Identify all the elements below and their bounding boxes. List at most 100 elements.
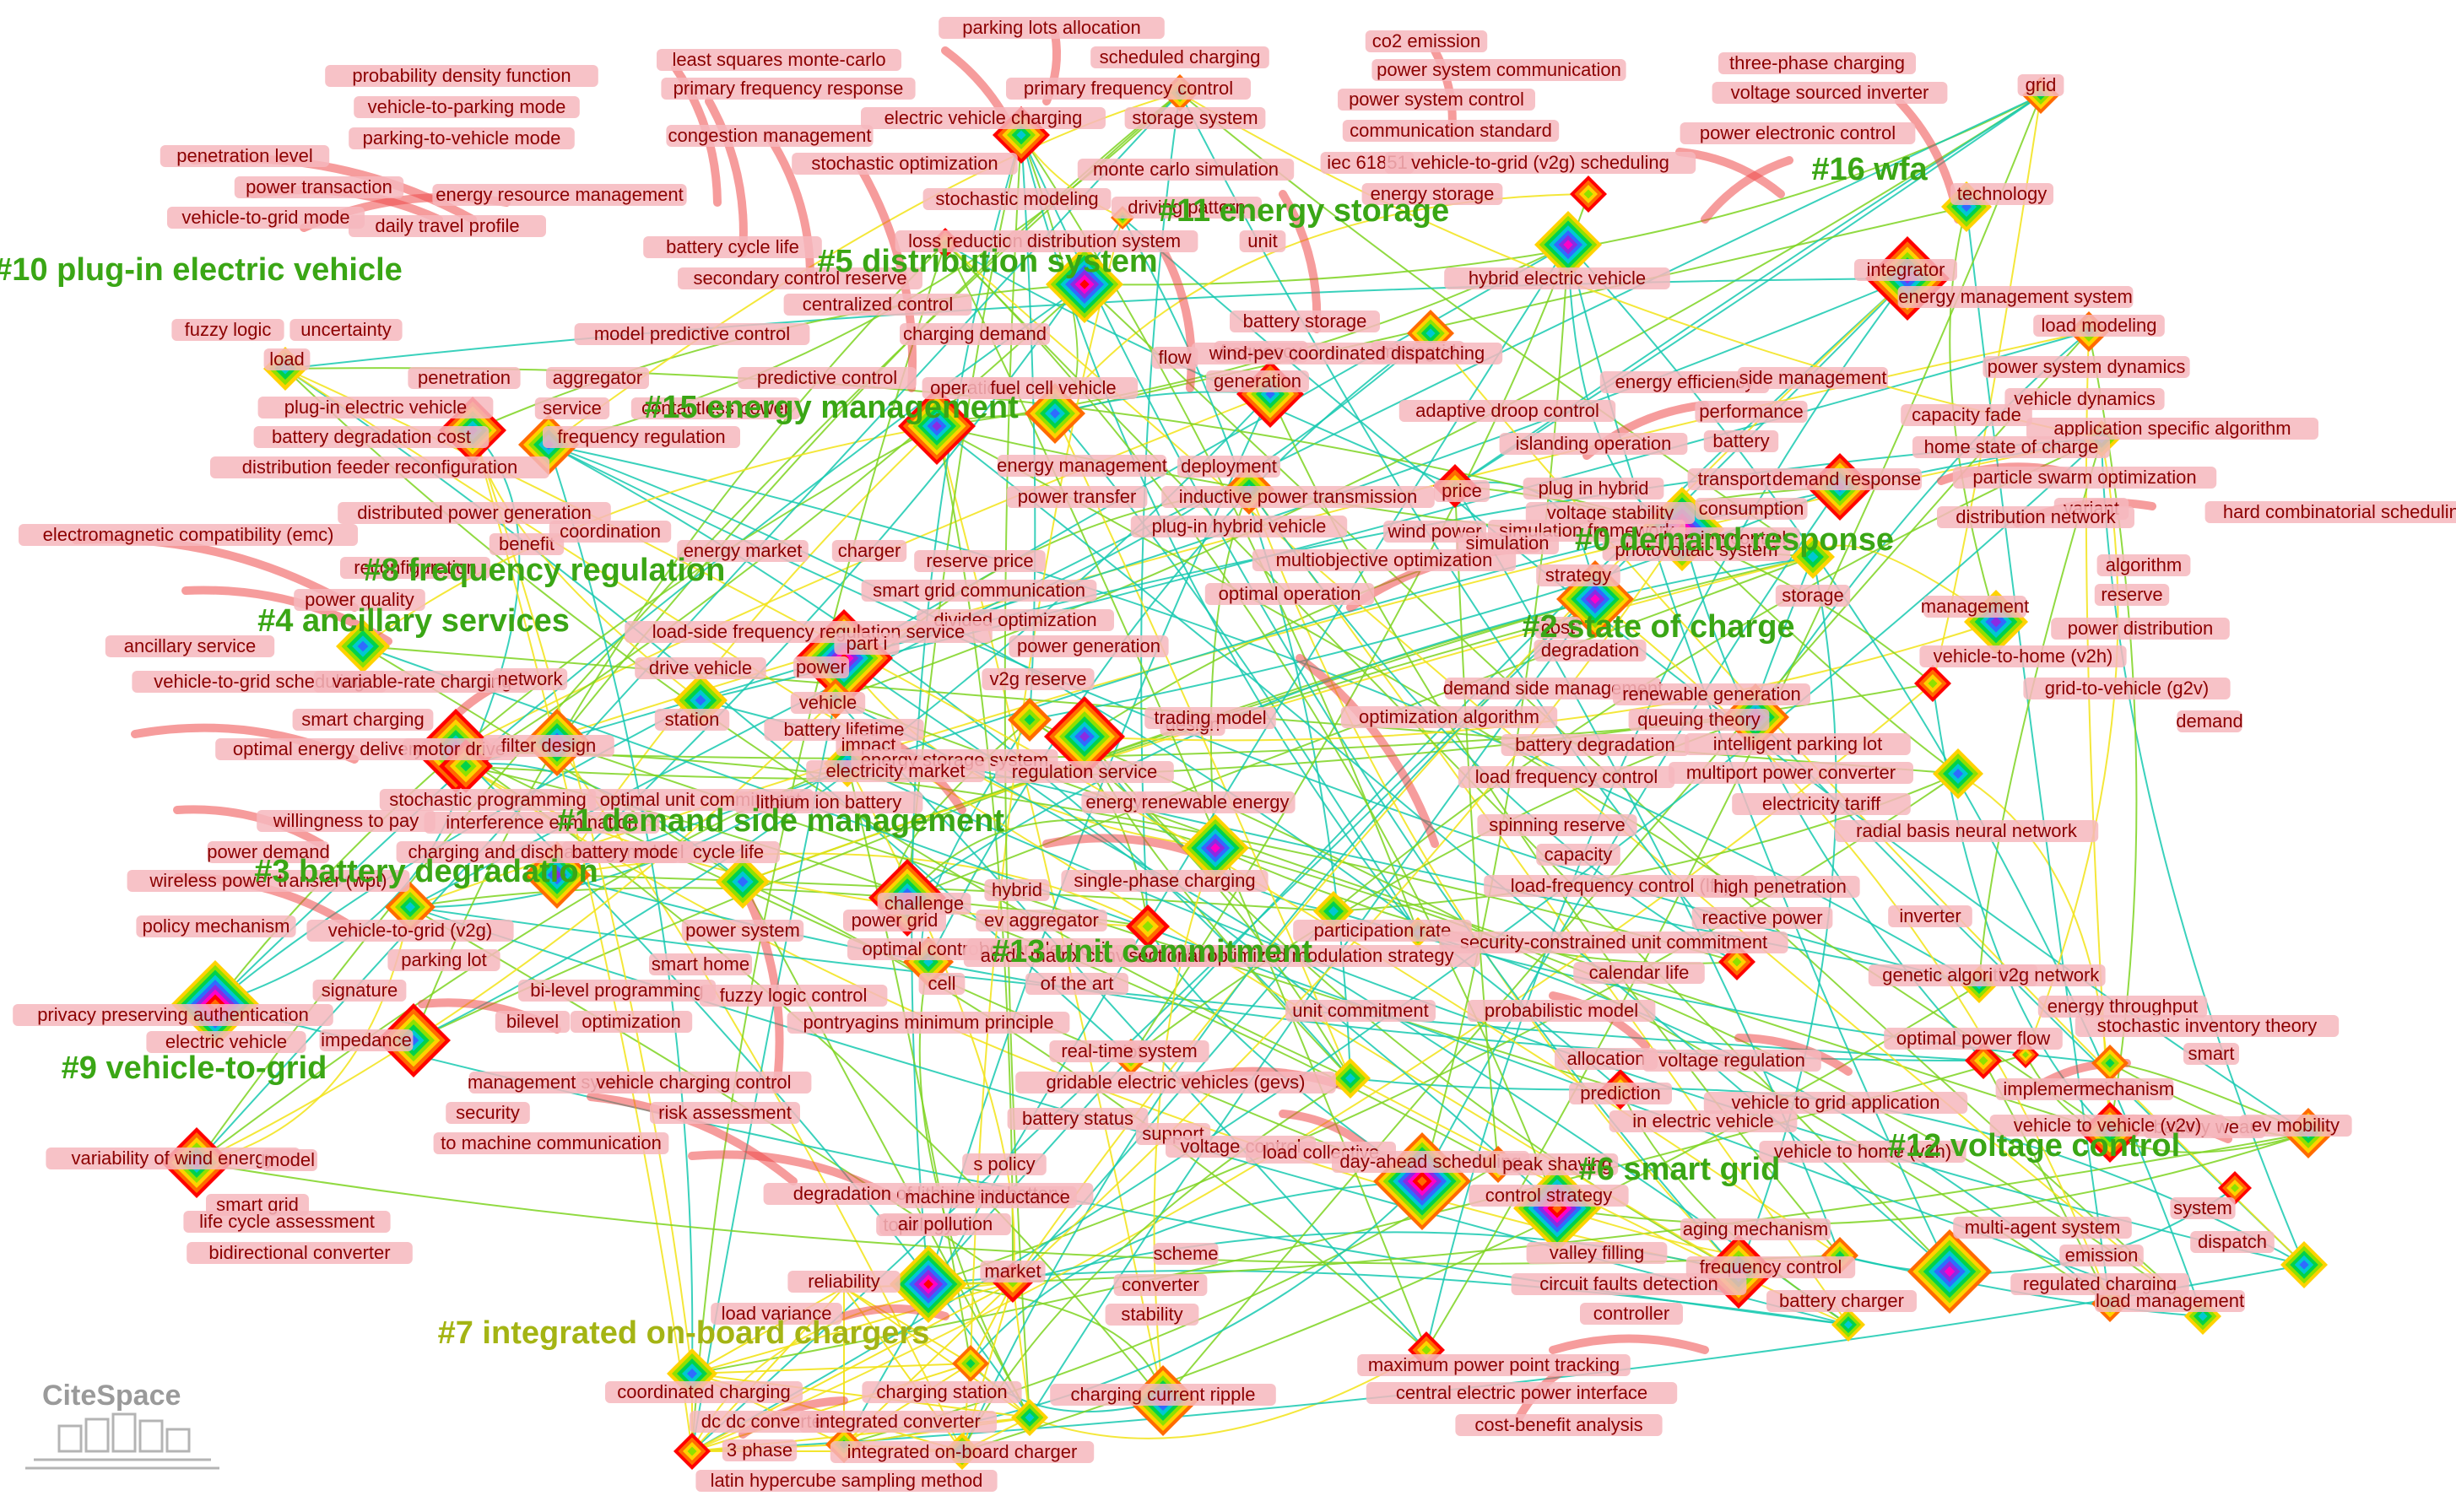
keyword-vehicle-to-parking-mode[interactable]: vehicle-to-parking mode — [354, 96, 580, 118]
keyword-node-glyph[interactable] — [1011, 1399, 1048, 1436]
keyword-security[interactable]: security — [446, 1102, 530, 1124]
keyword-power-transaction[interactable]: power transaction — [234, 176, 404, 198]
keyword-predictive-control[interactable]: predictive control — [738, 367, 917, 389]
keyword-optimal-operation[interactable]: optimal operation — [1204, 583, 1375, 605]
keyword-security-constrained-unit-commitment[interactable]: security-constrained unit commitment — [1439, 932, 1788, 953]
cluster-label-c5[interactable]: #5 distribution system — [817, 244, 1157, 279]
keyword-power-generation[interactable]: power generation — [1009, 635, 1169, 657]
cluster-label-c6[interactable]: #6 smart grid — [1579, 1152, 1781, 1187]
keyword-voltage-sourced-inverter[interactable]: voltage sourced inverter — [1712, 82, 1948, 104]
keyword-battery-status[interactable]: battery status — [1007, 1108, 1149, 1130]
keyword-vehicle-to-grid-application[interactable]: vehicle to grid application — [1703, 1092, 1968, 1114]
keyword-contactless-power[interactable]: contactless power — [630, 397, 801, 419]
cluster-label-c9[interactable]: #9 vehicle-to-grid — [62, 1050, 327, 1086]
keyword-smart[interactable]: smart — [2183, 1043, 2239, 1065]
keyword-electricity-market[interactable]: electricity market — [806, 760, 985, 782]
keyword-node-glyph[interactable] — [1126, 904, 1170, 948]
keyword-cost[interactable]: cost — [1534, 617, 1582, 639]
keyword-reconfiguration[interactable]: reconfiguration — [340, 557, 490, 579]
keyword-willingness-to-pay[interactable]: willingness to pay — [257, 810, 435, 832]
keyword-probabilistic-model[interactable]: probabilistic model — [1467, 1000, 1656, 1022]
keyword-electric-vehicle[interactable]: electric vehicle — [146, 1031, 306, 1053]
keyword-probability-density-function[interactable]: probability density function — [325, 65, 598, 87]
keyword-stochastic-optimization[interactable]: stochastic optimization — [792, 153, 1018, 175]
keyword-flow[interactable]: flow — [1151, 347, 1198, 369]
cluster-label-c12[interactable]: #12 voltage control — [1888, 1128, 2180, 1164]
keyword-particle-swarm-optimization[interactable]: particle swarm optimization — [1952, 467, 2217, 489]
keyword-hybrid-electric-vehicle[interactable]: hybrid electric vehicle — [1444, 267, 1670, 289]
keyword-sectional-optimized-modulation-strategy[interactable]: sectional optimized modulation strategy — [1102, 945, 1480, 967]
keyword-vehicle-to-home-v2h[interactable]: vehicle-to-home (v2h) — [1919, 645, 2127, 667]
keyword-control-strategy[interactable]: control strategy — [1469, 1185, 1629, 1207]
keyword-power-system[interactable]: power system — [681, 920, 804, 942]
keyword-part-i[interactable]: part i — [834, 633, 900, 655]
keyword-node-glyph[interactable] — [1182, 814, 1249, 882]
keyword-penetration[interactable]: penetration — [408, 367, 521, 389]
keyword-spinning-reserve[interactable]: spinning reserve — [1477, 814, 1637, 836]
keyword-wireless-power-transfer-wpt[interactable]: wireless power transfer (wpt) — [127, 870, 410, 892]
keyword-node-glyph[interactable] — [674, 1433, 711, 1470]
keyword-optimization-algorithm[interactable]: optimization algorithm — [1340, 706, 1558, 728]
keyword-battery-degradation-cost[interactable]: battery degradation cost — [253, 426, 490, 448]
keyword-node-glyph[interactable] — [952, 1345, 989, 1382]
keyword-battery-model[interactable]: battery model — [562, 841, 694, 863]
keyword-ev-mobility[interactable]: ev mobility — [2239, 1115, 2352, 1137]
keyword-transport[interactable]: transport — [1687, 468, 1782, 490]
keyword-renewable-generation[interactable]: renewable generation — [1613, 683, 1810, 705]
keyword-benefit[interactable]: benefit — [489, 533, 565, 555]
keyword-energy-management[interactable]: energy management — [997, 455, 1167, 477]
keyword-reactive-power[interactable]: reactive power — [1691, 907, 1833, 929]
keyword-communication-standard[interactable]: communication standard — [1342, 120, 1560, 142]
keyword-market[interactable]: market — [980, 1261, 1046, 1282]
keyword-model[interactable]: model — [262, 1149, 317, 1171]
keyword-optimal-power-flow[interactable]: optimal power flow — [1884, 1028, 2063, 1050]
keyword-risk-assessment[interactable]: risk assessment — [650, 1102, 800, 1124]
keyword-ancillary-service[interactable]: ancillary service — [105, 635, 275, 657]
keyword-converter[interactable]: converter — [1113, 1274, 1208, 1296]
keyword-smart-grid-communication[interactable]: smart grid communication — [861, 580, 1097, 602]
keyword-battery[interactable]: battery — [1703, 430, 1779, 452]
keyword-smart-charging[interactable]: smart charging — [292, 709, 434, 731]
keyword-ev-aggregator[interactable]: ev aggregator — [976, 910, 1107, 932]
keyword-fuzzy-logic[interactable]: fuzzy logic — [171, 319, 284, 341]
keyword-stochastic-inventory-theory[interactable]: stochastic inventory theory — [2075, 1015, 2340, 1037]
keyword-plug-in-electric-vehicle[interactable]: plug-in electric vehicle — [257, 397, 494, 418]
keyword-privacy-preserving-authentication[interactable]: privacy preserving authentication — [13, 1004, 333, 1026]
keyword-aging-mechanism[interactable]: aging mechanism — [1680, 1218, 1831, 1240]
keyword-hard-combinatorial-scheduling[interactable]: hard combinatorial scheduling — [2204, 501, 2456, 523]
keyword-inverter[interactable]: inverter — [1888, 905, 1972, 927]
keyword-filter-design[interactable]: filter design — [483, 735, 614, 757]
keyword-cycle-life[interactable]: cycle life — [677, 841, 780, 863]
keyword-distribution-system[interactable]: distribution system — [1009, 230, 1198, 252]
keyword-single-phase-charging[interactable]: single-phase charging — [1061, 870, 1269, 892]
keyword-node-glyph[interactable] — [1914, 665, 1951, 702]
keyword-stability[interactable]: stability — [1105, 1304, 1199, 1326]
keyword-service[interactable]: service — [534, 397, 610, 419]
cluster-label-c1[interactable]: #1 demand side management — [557, 803, 1004, 839]
keyword-high-penetration[interactable]: high penetration — [1700, 876, 1860, 898]
keyword-maximum-power-point-tracking[interactable]: maximum power point tracking — [1357, 1354, 1631, 1376]
keyword-aggregator[interactable]: aggregator — [546, 367, 649, 389]
keyword-penetration-level[interactable]: penetration level — [160, 145, 330, 167]
keyword-power-demand[interactable]: power demand — [207, 841, 330, 863]
cluster-label-c7[interactable]: #7 integrated on-board chargers — [438, 1315, 930, 1351]
keyword-performance[interactable]: performance — [1695, 401, 1808, 423]
keyword-signature[interactable]: signature — [312, 980, 407, 1002]
keyword-voltage-regulation[interactable]: voltage regulation — [1642, 1050, 1821, 1072]
keyword-energy-management-system[interactable]: energy management system — [1897, 286, 2134, 308]
keyword-circuit-faults-detection[interactable]: circuit faults detection — [1511, 1273, 1747, 1295]
keyword-node-glyph[interactable] — [2218, 1171, 2252, 1205]
cluster-label-c10[interactable]: #10 plug-in electric vehicle — [0, 252, 403, 288]
keyword-plug-in-hybrid[interactable]: plug in hybrid — [1523, 478, 1664, 500]
keyword-hybrid[interactable]: hybrid — [984, 879, 1050, 901]
keyword-node-glyph[interactable] — [1046, 246, 1123, 323]
keyword-energy-storage[interactable]: energy storage — [1361, 183, 1503, 205]
keyword-bi-level-programming[interactable]: bi-level programming — [518, 980, 716, 1002]
keyword-valley-filling[interactable]: valley filling — [1526, 1242, 1668, 1264]
keyword-vehicle-dynamics[interactable]: vehicle dynamics — [2004, 388, 2165, 410]
keyword-parking-lot[interactable]: parking lot — [387, 949, 500, 971]
keyword-vehicle-to-grid-v2g-scheduling[interactable]: vehicle-to-grid (v2g) scheduling — [1384, 152, 1696, 174]
cluster-label-c13[interactable]: #13 unit commitment — [992, 934, 1312, 969]
cluster-label-c2[interactable]: #2 state of charge — [1522, 609, 1794, 645]
keyword-power-transfer[interactable]: power transfer — [1006, 486, 1148, 508]
